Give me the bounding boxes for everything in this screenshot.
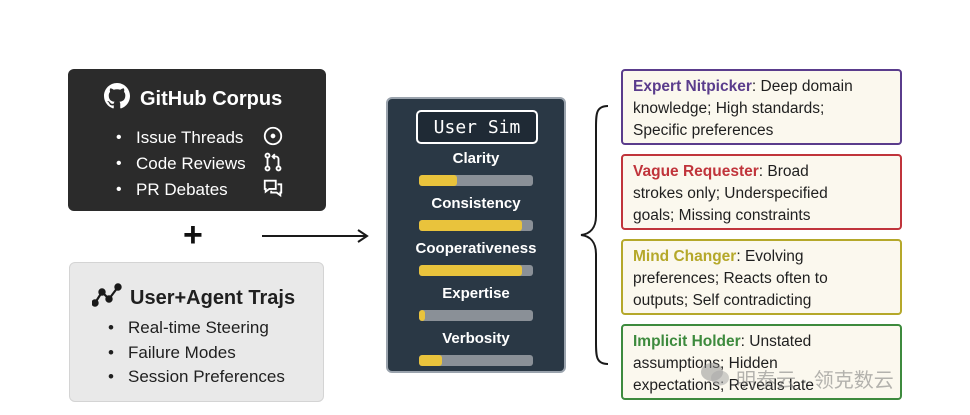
wechat-icon	[700, 362, 730, 394]
persona-implicit-holder: Implicit Holder: Unstated assumptions; H…	[621, 324, 902, 400]
persona-desc: strokes only; Underspecified	[633, 185, 828, 202]
persona-desc: : Unstated	[740, 333, 812, 350]
list-item-label: Failure Modes	[128, 342, 236, 362]
persona-name: Implicit Holder	[633, 333, 741, 350]
trajectory-icon	[91, 283, 122, 313]
github-corpus-list: • Issue Threads • Code Reviews • PR Deba…	[116, 125, 284, 203]
metric-bar	[419, 175, 533, 186]
metric-label: Expertise	[442, 285, 510, 302]
persona-desc: assumptions; Hidden	[633, 355, 778, 372]
list-item-label: PR Debates	[136, 180, 228, 199]
persona-desc: knowledge; High standards;	[633, 100, 825, 117]
metric-label: Clarity	[452, 150, 500, 167]
persona-expert-nitpicker: Expert Nitpicker: Deep domain knowledge;…	[621, 69, 902, 145]
list-item: • PR Debates	[116, 177, 284, 203]
list-item: •Failure Modes	[108, 342, 236, 362]
persona-desc: : Deep domain	[751, 78, 853, 95]
list-item-label: Real-time Steering	[128, 318, 269, 338]
persona-desc: outputs; Self contradicting	[633, 292, 812, 309]
persona-desc: : Broad	[758, 163, 809, 180]
list-item: •Real-time Steering	[108, 318, 269, 338]
curly-bracket	[580, 105, 609, 365]
list-item-label: Session Preferences	[128, 367, 285, 387]
right-arrow-icon	[262, 229, 369, 243]
metric-verbosity: Verbosity	[388, 330, 564, 366]
watermark: 明泰云 · 领克数云	[700, 362, 894, 394]
github-corpus-label: GitHub Corpus	[140, 87, 283, 110]
metric-bar	[419, 355, 533, 366]
metric-cooperativeness: Cooperativeness	[388, 240, 564, 276]
metric-bar-fill	[419, 265, 522, 276]
plus-sign: +	[183, 216, 203, 254]
persona-name: Mind Changer	[633, 248, 737, 265]
persona-vague-requester: Vague Requester: Broad strokes only; Und…	[621, 154, 902, 230]
persona-desc: expectations; Reveals late	[633, 377, 814, 394]
persona-desc: goals; Missing constraints	[633, 207, 811, 224]
user-sim-panel: User Sim Clarity Consistency Cooperative…	[386, 97, 566, 373]
metric-consistency: Consistency	[388, 195, 564, 231]
metric-label: Cooperativeness	[415, 240, 537, 257]
metric-clarity: Clarity	[388, 150, 564, 186]
metric-label: Verbosity	[442, 330, 510, 347]
persona-desc: : Evolving	[736, 248, 804, 265]
metric-bar-fill	[419, 175, 457, 186]
user-sim-title: User Sim	[416, 110, 538, 144]
metric-bar	[419, 220, 533, 231]
list-item: • Issue Threads	[116, 125, 284, 151]
github-corpus-title: GitHub Corpus	[104, 83, 282, 115]
watermark-text: 明泰云 · 领克数云	[736, 369, 894, 392]
github-corpus-box: GitHub Corpus • Issue Threads • Code Rev…	[68, 69, 326, 211]
metric-bar-fill	[419, 310, 425, 321]
persona-name: Expert Nitpicker	[633, 78, 752, 95]
pull-request-icon	[262, 151, 284, 178]
list-item: • Code Reviews	[116, 151, 284, 177]
persona-desc: preferences; Reacts often to	[633, 270, 828, 287]
user-agent-trajs-title: User+Agent Trajs	[91, 283, 296, 313]
metric-bar-fill	[419, 355, 442, 366]
list-item-label: Code Reviews	[136, 154, 246, 173]
metric-bar-fill	[419, 220, 522, 231]
discussion-icon	[262, 177, 284, 204]
list-item-label: Issue Threads	[136, 128, 244, 147]
persona-name: Vague Requester	[633, 163, 759, 180]
persona-desc: Specific preferences	[633, 122, 774, 139]
metric-label: Consistency	[431, 195, 521, 212]
metric-bar	[419, 310, 533, 321]
issue-circle-icon	[262, 125, 284, 152]
list-item: •Session Preferences	[108, 367, 285, 387]
user-agent-trajs-box: User+Agent Trajs •Real-time Steering •Fa…	[69, 262, 324, 402]
user-agent-trajs-label: User+Agent Trajs	[130, 286, 296, 309]
user-agent-trajs-list: •Real-time Steering •Failure Modes •Sess…	[108, 316, 285, 390]
persona-mind-changer: Mind Changer: Evolving preferences; Reac…	[621, 239, 902, 315]
metric-bar	[419, 265, 533, 276]
metric-expertise: Expertise	[388, 285, 564, 321]
github-icon	[104, 83, 130, 115]
